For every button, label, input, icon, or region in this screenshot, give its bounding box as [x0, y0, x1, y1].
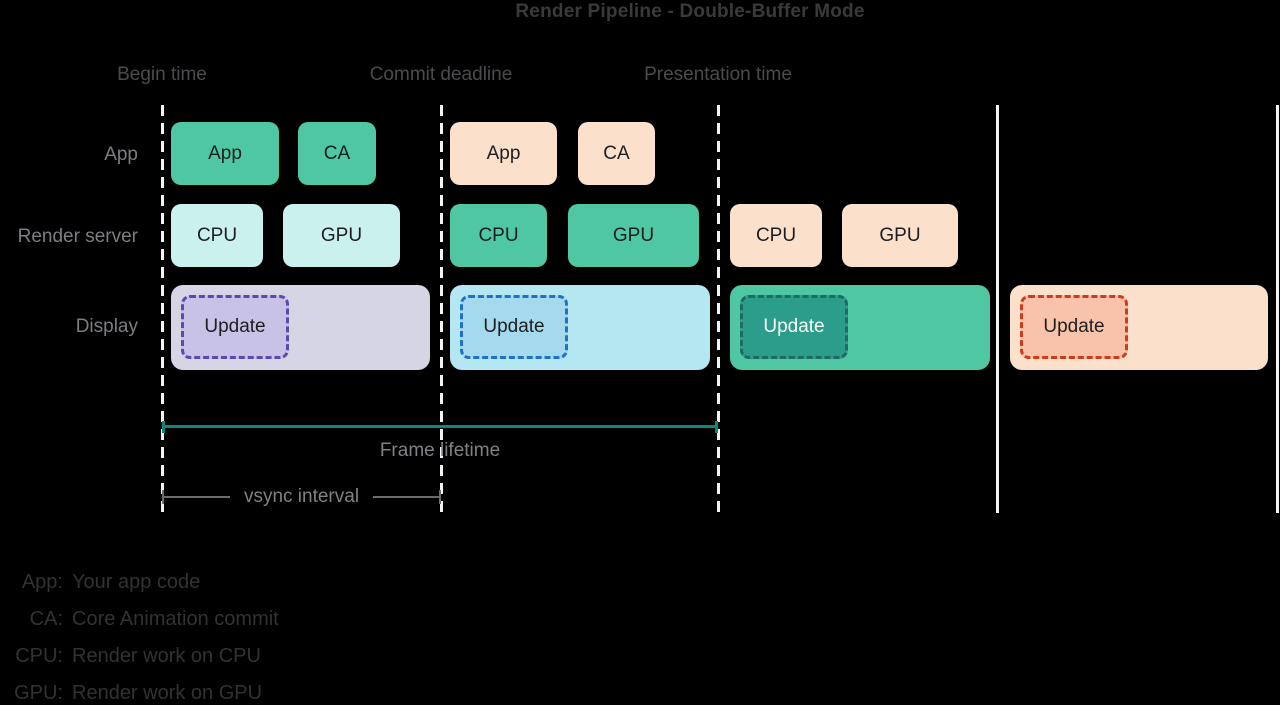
vsync-bracket-tick-right: [439, 490, 442, 504]
timeline-label-commit-deadline: Commit deadline: [369, 64, 513, 85]
frame-1-task-box-gpu: GPU: [283, 204, 400, 267]
legend-desc-ca: Core Animation commit: [72, 608, 279, 630]
legend-term-cpu: CPU:: [15, 645, 63, 667]
frame-3-task-box-cpu: CPU: [730, 204, 822, 267]
legend-desc-gpu: Render work on GPU: [72, 682, 263, 704]
legend-item-gpu: GPU: Render work on GPU: [6, 675, 279, 705]
timeline-label-begin-time: Begin time: [117, 64, 207, 85]
diagram-title: Render Pipeline - Double-Buffer Mode: [515, 1, 865, 22]
legend-item-app: App: Your app code: [6, 564, 279, 601]
vsync-boundary-line: [996, 105, 999, 513]
frame-2-task-box-ca: CA: [578, 122, 655, 185]
frame-4-display-update-box: Update: [1020, 295, 1128, 359]
frame-1-task-box-ca: CA: [298, 122, 376, 185]
vsync-boundary-line-begin-time: [161, 105, 164, 513]
legend-term-gpu: GPU:: [14, 682, 63, 704]
vsync-boundary-line-commit-deadline: [440, 105, 443, 513]
timeline-label-presentation-time: Presentation time: [644, 64, 792, 85]
frame-1-display-buffer: Update: [171, 285, 430, 370]
legend-term-app: App:: [21, 571, 63, 593]
frame-2-task-box-gpu: GPU: [568, 204, 699, 267]
frame-3-task-box-gpu: GPU: [842, 204, 958, 267]
row-label-display: Display: [75, 316, 138, 337]
frame-1-display-update-box: Update: [181, 295, 289, 359]
frame-4-display-buffer: Update: [1010, 285, 1268, 370]
vsync-bracket-segment-left: [164, 496, 230, 498]
legend-term-ca: CA:: [29, 608, 63, 630]
frame-3-display-update-box: Update: [740, 295, 848, 359]
frame-1-task-box-cpu: CPU: [171, 204, 263, 267]
vsync-interval-label: vsync interval: [243, 486, 360, 507]
vsync-boundary-line: [1276, 105, 1279, 513]
legend-desc-app: Your app code: [72, 571, 201, 593]
frame-2-display-update-box: Update: [460, 295, 568, 359]
frame-2-task-box-cpu: CPU: [450, 204, 547, 267]
frame-2-display-buffer: Update: [450, 285, 710, 370]
frame-lifetime-bracket: [162, 421, 718, 433]
frame-lifetime-line: [165, 425, 715, 428]
frame-2-task-box-app: App: [450, 122, 557, 185]
legend-item-ca: CA: Core Animation commit: [6, 601, 279, 638]
frame-3-display-buffer: Update: [730, 285, 990, 370]
row-label-app: App: [104, 144, 138, 165]
vsync-bracket-tick-left: [162, 490, 164, 504]
legend-item-cpu: CPU: Render work on CPU: [6, 638, 279, 675]
vsync-interval-bracket: vsync interval: [162, 486, 442, 507]
row-label-render-server: Render server: [17, 226, 138, 247]
vsync-boundary-line-presentation-time: [717, 105, 720, 513]
frame-lifetime-label: Frame lifetime: [379, 440, 501, 461]
frame-1-task-box-app: App: [171, 122, 279, 185]
vsync-bracket-segment-right: [373, 496, 440, 498]
legend-desc-cpu: Render work on CPU: [72, 645, 261, 667]
